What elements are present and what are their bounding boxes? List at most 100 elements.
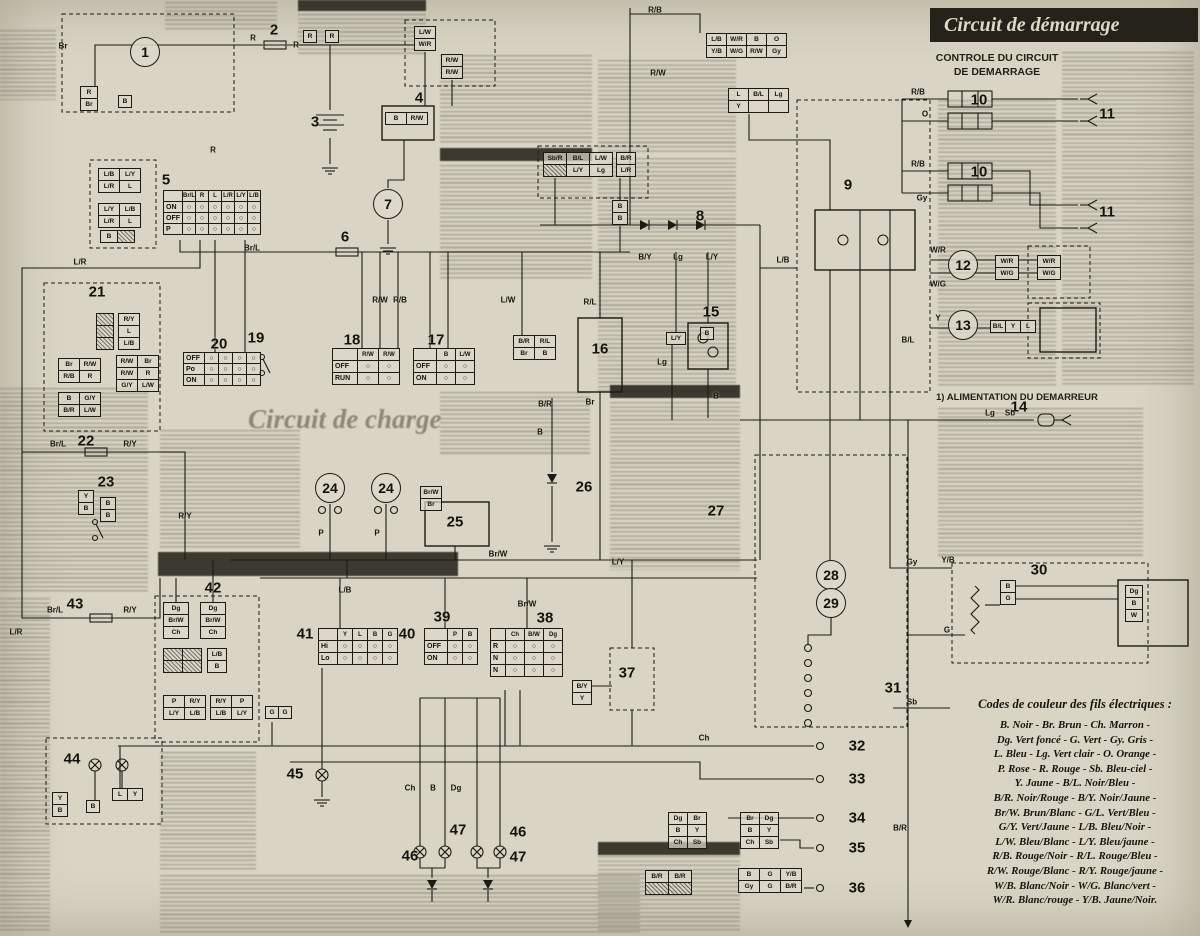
connector-cell: W/R (414, 38, 436, 51)
terminal-icon (803, 718, 813, 728)
component-callout-20: 20 (210, 335, 228, 353)
wire-color-label: R/B (911, 159, 925, 169)
wire-color-label: Lg (657, 357, 667, 367)
component-callout-47: 47 (449, 821, 467, 839)
bulb-icon (438, 845, 452, 859)
connector-cell: B (1000, 580, 1016, 593)
blurred-heading-bar (158, 552, 458, 576)
component-callout-15: 15 (702, 303, 720, 321)
wire-color-label: Y (935, 313, 941, 323)
blurred-text-block (160, 752, 256, 870)
wire-color-label: Ch (404, 783, 416, 793)
switch-table-cell: ○ (204, 374, 219, 386)
connector-cell: G (1000, 592, 1016, 605)
component-box (424, 501, 490, 547)
connector-cell: Ch (163, 626, 189, 639)
connector-block: B (700, 327, 714, 340)
diode-icon (696, 220, 705, 230)
connector-cell: Y (1005, 320, 1021, 333)
component-callout-21: 21 (88, 283, 106, 301)
legend-line: Y. Jaune - B/L. Noir/Bleu - (1014, 777, 1136, 790)
bulb-icon (117, 760, 127, 770)
fork-icon (1061, 414, 1072, 421)
blurred-text-block (598, 158, 736, 393)
component-callout-44: 44 (63, 750, 81, 768)
wire-color-label: W/R (930, 245, 946, 255)
connector-cell: L/R (98, 180, 120, 193)
component-box (381, 105, 435, 141)
component-box (814, 209, 916, 271)
connector-cell: Y (127, 788, 143, 801)
connector-block: L/Y (666, 332, 686, 345)
component-group-box (754, 454, 908, 728)
bulb-icon (115, 758, 129, 772)
connector-cell: Ch (668, 836, 688, 849)
legend-line: G/Y. Vert/Jaune - L/B. Bleu/Noir - (998, 821, 1152, 834)
connector-cell: Lg (589, 164, 613, 177)
wire-color-label: R/Y (123, 605, 137, 615)
blurred-text-block (938, 408, 1143, 558)
component-callout-30: 30 (1030, 561, 1048, 579)
blurred-text-block (610, 402, 740, 570)
bulb-icon (472, 847, 482, 857)
component-callout-25: 25 (446, 513, 464, 531)
fork-icon (1061, 419, 1072, 426)
bulb-icon (315, 768, 329, 782)
wire (179, 240, 336, 253)
blurred-text-block (165, 2, 277, 32)
blurred-text-block (440, 392, 590, 454)
connector-cell: R (79, 370, 101, 383)
switch-table-cell: ○ (543, 664, 563, 677)
blurred-text-block (0, 388, 148, 593)
switch-position-table: OFF○○○○Po○○○○ON○○○○ (183, 352, 261, 386)
terminal-icon (803, 643, 813, 653)
switch-icon (95, 523, 104, 539)
switch-table-cell: ○ (246, 363, 261, 375)
wire (780, 839, 814, 849)
legend-line: Dg. Vert foncé - G. Vert - Gy. Gris - (996, 733, 1154, 746)
bulb-icon (413, 845, 427, 859)
component-callout-10: 10 (970, 163, 988, 181)
wire-color-label: Gy (916, 193, 928, 203)
wire (21, 240, 201, 619)
connector-cell: G (265, 706, 279, 719)
component-callout-23: 23 (97, 473, 115, 491)
component-box (577, 317, 623, 393)
component-box (1117, 579, 1189, 647)
wire-color-label: Br/L (244, 243, 260, 253)
connector-cell: Y/B (706, 45, 727, 58)
color-code-legend: Codes de couleur des fils électriques : … (954, 697, 1196, 908)
blurred-text-block (440, 55, 592, 143)
wire-color-label: P (318, 528, 324, 538)
terminal-icon (803, 688, 813, 698)
connector-cell: R/B (58, 370, 80, 383)
component-callout-37: 37 (618, 664, 636, 682)
bulb-icon (90, 760, 100, 770)
switch-table-cell: N (490, 664, 506, 677)
wire-color-label: Ch (698, 733, 710, 743)
connector-cell: Br (513, 347, 535, 360)
connector-cell: L/B (210, 707, 232, 720)
component-callout-32: 32 (848, 737, 866, 755)
connector-cell: W/G (1037, 267, 1061, 280)
switch-table-cell: ○ (246, 374, 261, 386)
component-callout-24: 24 (315, 473, 345, 503)
wire-color-label: B/Y (638, 252, 652, 262)
terminal-icon (803, 703, 813, 713)
blurred-text-block (440, 165, 592, 280)
page-title: Circuit de démarrage (944, 13, 1120, 36)
component-callout-26: 26 (575, 478, 593, 496)
fork-icon (1087, 199, 1098, 206)
